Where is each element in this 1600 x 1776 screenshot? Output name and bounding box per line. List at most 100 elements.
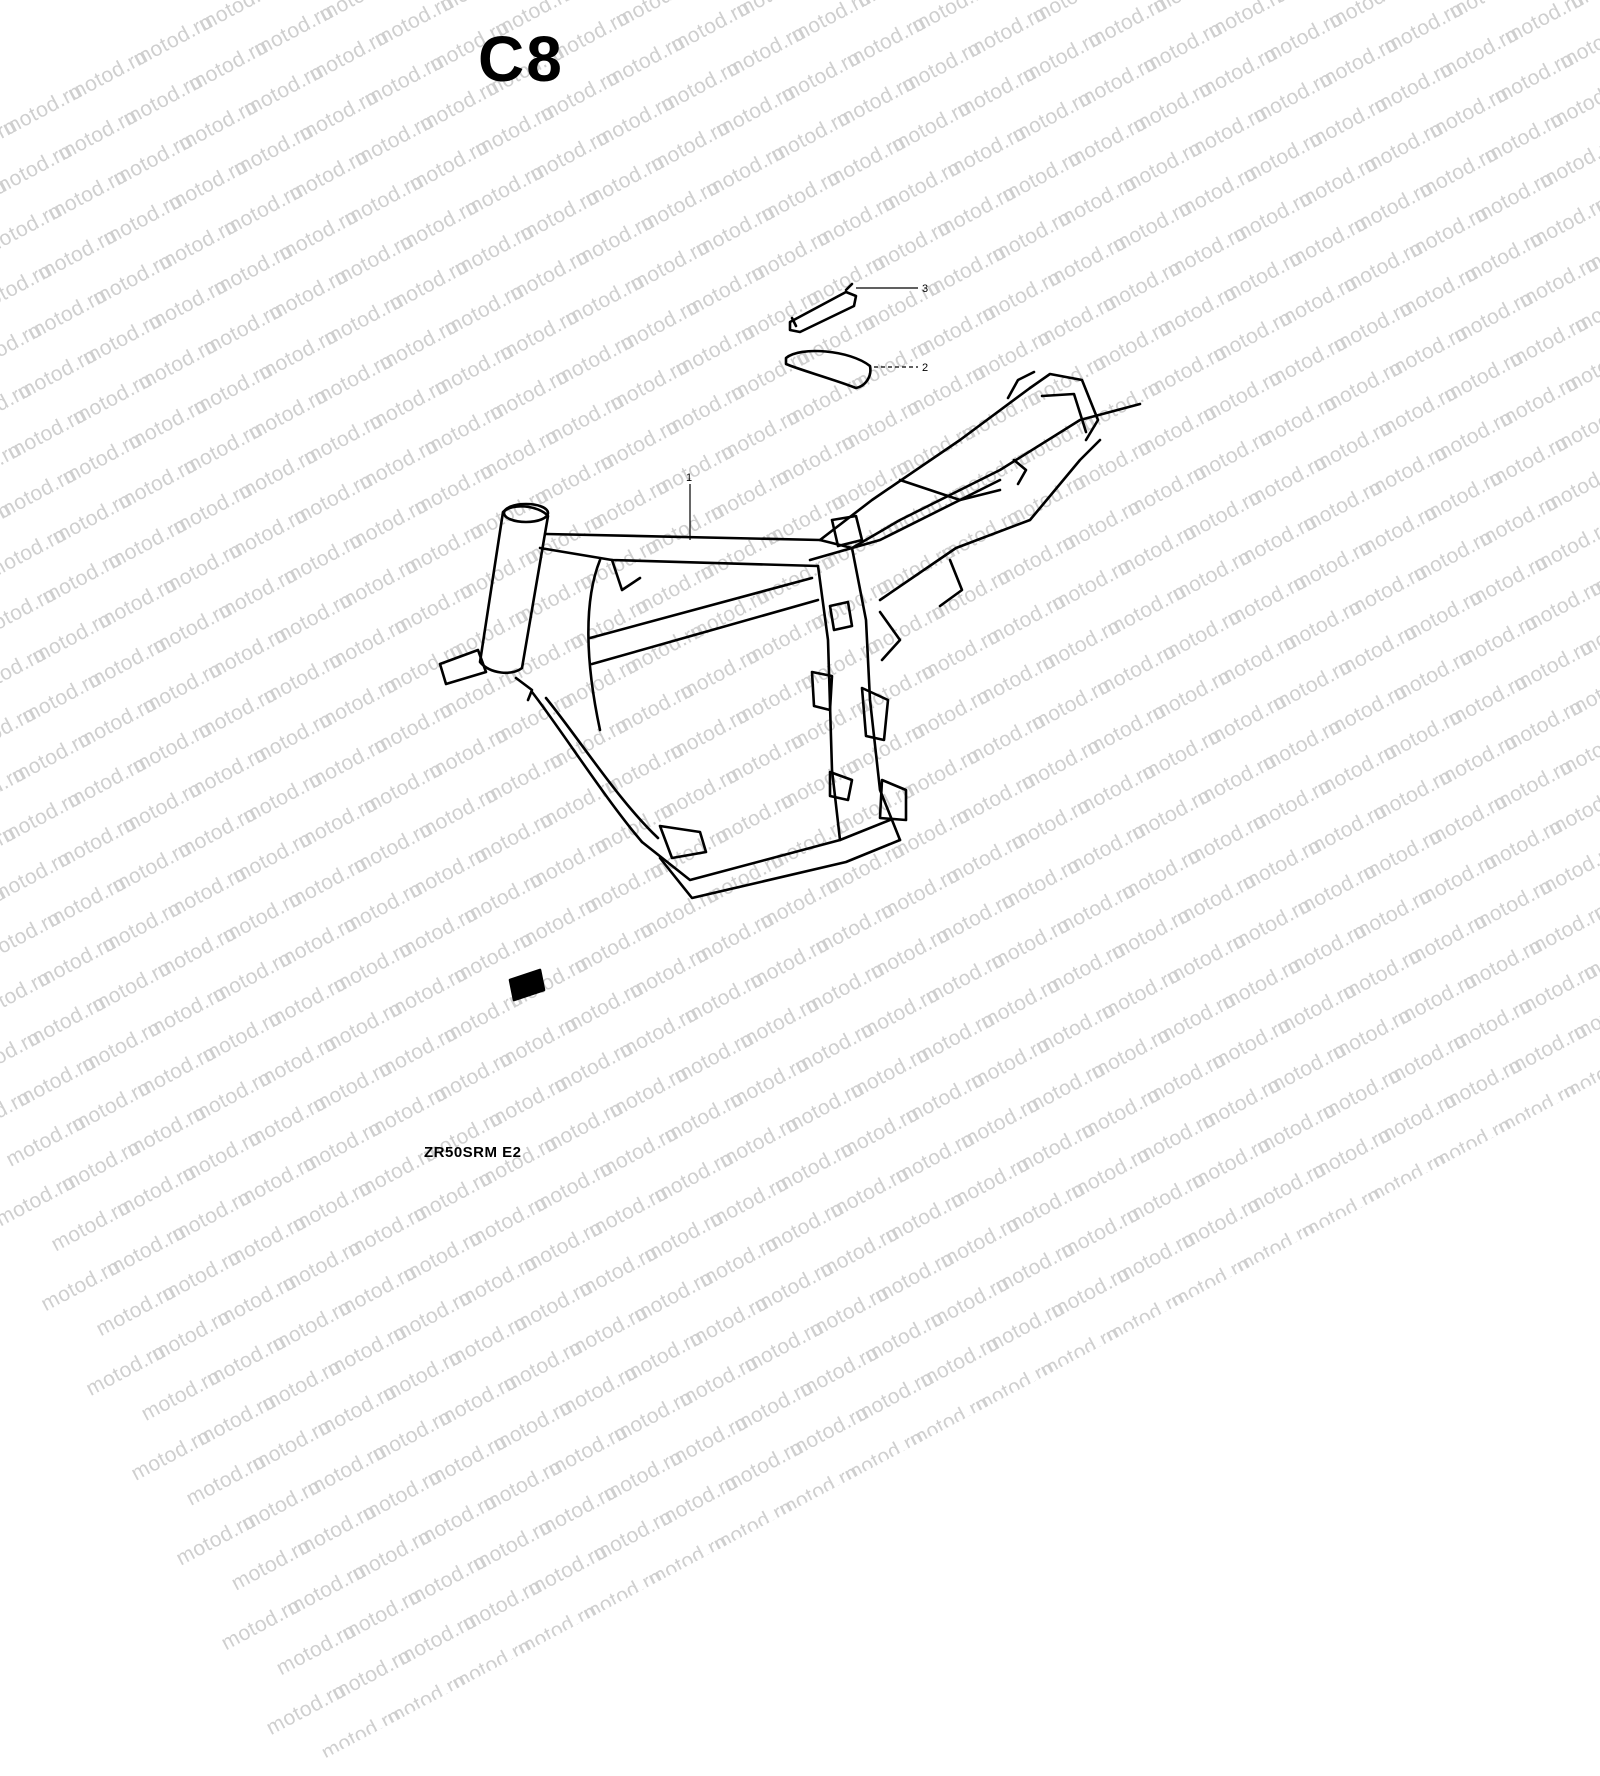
watermark-text: motod.ru — [554, 1360, 642, 1422]
watermark-text: motod.ru — [1047, 1262, 1135, 1324]
watermark-text: motod.ru — [575, 1241, 663, 1303]
watermark-text: motod.ru — [313, 1380, 401, 1442]
watermark-text: motod.ru — [710, 1495, 798, 1557]
watermark-text: motod.ru — [620, 1326, 708, 1388]
watermark-text: motod.ru — [519, 1216, 607, 1278]
watermark-text: motod.ru — [524, 1540, 612, 1602]
watermark-text: motod.ru — [47, 1195, 135, 1257]
watermark-text: motod.ru — [37, 1255, 125, 1317]
watermark-text: motod.ru — [263, 1679, 351, 1741]
watermark-text: motod.ru — [630, 1266, 718, 1328]
watermark-text: motod.ru — [258, 1355, 346, 1417]
watermark-text: motod.ru — [514, 1599, 602, 1661]
callout-2-label: 2 — [922, 362, 928, 374]
watermark-text: motod.ru — [675, 1351, 763, 1413]
watermark-text: motod.ru — [203, 1330, 291, 1392]
watermark-text: motod.ru — [971, 1356, 1059, 1418]
watermark-text: motod.ru — [393, 1609, 481, 1671]
watermark-text: motod.ru — [193, 1390, 281, 1452]
watermark-text: motod.ru — [318, 1704, 406, 1766]
watermark-text: motod.ru — [248, 1415, 336, 1477]
watermark-text: motod.ru — [916, 1331, 1004, 1393]
watermark-text: motod.ru — [414, 1490, 502, 1552]
callout-1-label: 1 — [686, 472, 692, 484]
small-plate-part — [510, 970, 544, 1000]
watermark-text: motod.ru — [218, 1594, 306, 1656]
watermark-text: motod.ru — [871, 1246, 959, 1308]
watermark-text: motod.ru — [334, 1260, 422, 1322]
watermark-text: motod.ru — [720, 1435, 808, 1497]
watermark-text: motod.ru — [1112, 1227, 1200, 1289]
watermark-text: motod.ru — [454, 1251, 542, 1313]
watermark-text: motod.ru — [1177, 1192, 1265, 1254]
watermark-text: motod.ru — [278, 1235, 366, 1297]
watermark-text: motod.ru — [665, 1410, 753, 1472]
watermark-text: motod.ru — [1037, 1321, 1125, 1383]
watermark-text: motod.ru — [338, 1584, 426, 1646]
watermark-text: motod.ru — [579, 1565, 667, 1627]
watermark-text: motod.ru — [534, 1480, 622, 1542]
watermark-text: motod.ru — [368, 1405, 456, 1467]
watermark-text: motod.ru — [1167, 1252, 1255, 1314]
pad-part — [786, 351, 870, 388]
watermark-text: motod.ru — [213, 1270, 301, 1332]
watermark-text: motod.ru — [358, 1465, 446, 1527]
watermark-text: motod.ru — [223, 1210, 311, 1272]
watermark-text: motod.ru — [273, 1619, 361, 1681]
watermark-text: motod.ru — [103, 1220, 191, 1282]
watermark-text: motod.ru — [1057, 1202, 1145, 1264]
watermark-text: motod.ru — [544, 1420, 632, 1482]
watermark-text: motod.ru — [509, 1276, 597, 1338]
watermark-text: motod.ru — [293, 1499, 381, 1561]
watermark-text: motod.ru — [1102, 1287, 1190, 1349]
watermark-text: motod.ru — [344, 1201, 432, 1263]
watermark-text: motod.ru — [138, 1364, 226, 1426]
watermark-text: motod.ru — [323, 1320, 411, 1382]
watermark-text: motod.ru — [981, 1296, 1069, 1358]
watermark-text: motod.ru — [730, 1376, 818, 1438]
watermark-text: motod.ru — [785, 1401, 873, 1463]
watermark-text: motod.ru — [564, 1301, 652, 1363]
watermark-text: motod.ru — [760, 1196, 848, 1258]
callout-3-label: 3 — [922, 283, 928, 295]
watermark-text: motod.ru — [92, 1280, 180, 1342]
watermark-text: motod.ru — [399, 1226, 487, 1288]
watermark-text: motod.ru — [82, 1339, 170, 1401]
watermark-text: motod.ru — [348, 1524, 436, 1586]
watermark-text: motod.ru — [479, 1455, 567, 1517]
watermark-text: motod.ru — [740, 1316, 828, 1378]
watermark-text: motod.ru — [936, 1212, 1024, 1274]
watermark-text: motod.ru — [640, 1206, 728, 1268]
watermark-text: motod.ru — [750, 1256, 838, 1318]
watermark-text: motod.ru — [489, 1395, 577, 1457]
main-frame-part — [440, 372, 1140, 898]
watermark-text: motod.ru — [238, 1474, 326, 1536]
watermark-text: motod.ru — [655, 1470, 743, 1532]
watermark-text: motod.ru — [806, 1281, 894, 1343]
watermark-text: motod.ru — [434, 1370, 522, 1432]
watermark-text: motod.ru — [127, 1424, 215, 1486]
watermark-text: motod.ru — [448, 1634, 536, 1696]
watermark-text: motod.ru — [228, 1534, 316, 1596]
watermark-text: motod.ru — [268, 1295, 356, 1357]
watermark-text: motod.ru — [389, 1285, 477, 1347]
watermark-text: motod.ru — [926, 1271, 1014, 1333]
watermark-text: motod.ru — [906, 1391, 994, 1453]
watermark-text: motod.ru — [861, 1306, 949, 1368]
watermark-text: motod.ru — [795, 1341, 883, 1403]
watermark-text: motod.ru — [469, 1515, 557, 1577]
watermark-text: motod.ru — [303, 1440, 391, 1502]
watermark-text: motod.ru — [599, 1445, 687, 1507]
watermark-text: motod.ru — [775, 1460, 863, 1522]
watermark-text: motod.ru — [644, 1530, 732, 1592]
watermark-text: motod.ru — [840, 1426, 928, 1488]
watermark-text: motod.ru — [172, 1509, 260, 1571]
watermark-text: motod.ru — [379, 1345, 467, 1407]
watermark-text: motod.ru — [610, 1385, 698, 1447]
watermark-text: motod.ru — [991, 1237, 1079, 1299]
watermark-text: motod.ru — [851, 1366, 939, 1428]
watermark-text: motod.ru — [589, 1505, 677, 1567]
watermark-text: motod.ru — [158, 1245, 246, 1307]
watermark-text: motod.ru — [383, 1669, 471, 1731]
watermark-text: motod.ru — [695, 1231, 783, 1293]
